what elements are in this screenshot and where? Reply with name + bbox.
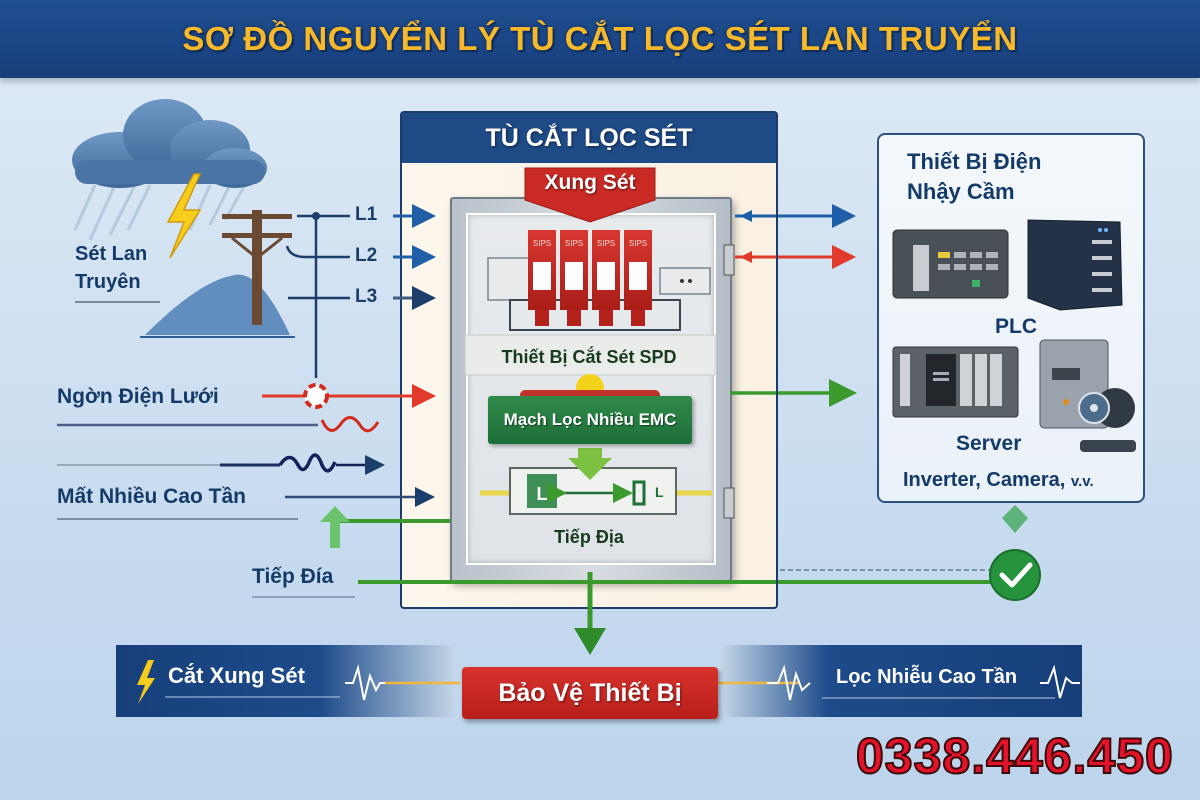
server-label: Server [956,432,1022,455]
storm-cloud-icon [72,99,267,241]
emc-filter-label: Mạch Lọc Nhiều EMC [503,410,677,429]
phone-number[interactable]: 0338.446.450 [855,727,1174,785]
camera-icon [1039,339,1136,452]
hf-noise-label: Mất Nhiều Cao Tần [57,485,247,508]
utility-pole-icon [140,210,295,338]
surge-badge-shape [524,167,656,223]
rack-controller-icon [1027,219,1123,311]
svg-text:SIPS: SIPS [629,239,647,248]
emc-filter-block: Mạch Lọc Nhiều EMC [488,396,692,444]
cabinet-title: TÙ CẮT LỌC SÉT [485,123,693,152]
banner-cut-surge [116,645,456,717]
filter-noise-label: Lọc Nhiễu Cao Tần [836,666,1018,688]
pulse-wave-right-icon [1040,664,1080,699]
devices-title: Thiết Bị Điện Nhậy Cầm [907,147,1041,207]
plc-device-icon [892,229,1009,299]
plc-label: PLC [995,315,1037,338]
devices-list: Inverter, Camera, v.v. [903,469,1094,492]
svg-text:L: L [537,484,548,504]
grounding-label-left: Tiếp Đía [252,565,334,588]
lightning-label-line1: Sét Lan [75,243,148,265]
protect-devices-badge: Bảo Vệ Thiết Bị [462,667,718,719]
check-circle-icon [989,549,1041,601]
surge-badge: Xung Sét [525,165,655,215]
protect-devices-label: Bảo Vệ Thiết Bị [498,678,682,707]
spd-module-3 [592,230,620,326]
line-label-l2: L2 [355,245,378,266]
title-bar: SƠ ĐỒ NGUYỂN LÝ TÙ CẮT LỌC SÉT LAN TRUYỂ… [0,0,1200,78]
lightning-bolt-icon [166,173,202,259]
diamond-connector-icon [1002,505,1028,533]
grid-power-label: Ngờn Điện Lưới [57,385,219,408]
spd-module-group: SIPS SIPS SIPS SIPS [487,230,711,331]
lightning-surge-label: Sét Lan Truyên [75,240,147,296]
svg-text:SIPS: SIPS [533,239,551,248]
line-label-l1: L1 [355,204,378,225]
spd-module-2 [560,230,588,326]
cabinet-header: TÙ CẮT LỌC SÉT [402,113,776,163]
breaker-symbol-icon [303,383,329,409]
pulse-wave-left-icon [345,664,395,701]
pulse-wave-mid-icon [767,664,811,701]
svg-text:SIPS: SIPS [597,239,615,248]
banner-filter-noise [720,645,1082,717]
cabinet-text-layer: Xung Sét Thiết Bị Cắt Sét SPD Mạch Lọc N… [400,111,778,609]
spd-module-1 [528,230,556,326]
surge-badge-label: Xung Sét [544,171,636,194]
cabinet-ground-label: Tiếp Địa [554,527,624,547]
line-label-l3: L3 [355,286,378,307]
spd-label: Thiết Bị Cắt Sét SPD [501,347,677,367]
svg-text:L: L [655,484,664,500]
devices-title-line2: Nhậy Cầm [907,179,1015,204]
spd-module-4 [624,230,652,326]
devices-list-suffix: v.v. [1070,473,1094,490]
footer-lightning-icon [137,660,155,704]
noise-wave-icon [278,453,337,473]
sine-wave-red-icon [320,416,380,433]
svg-text:SIPS: SIPS [565,239,583,248]
server-rack-icon [892,346,1019,418]
lightning-label-line2: Truyên [75,271,141,293]
devices-panel: Thiết Bị Điện Nhậy Cầm PLC Server Invert… [877,133,1145,503]
devices-title-line1: Thiết Bị Điện [907,149,1042,174]
page-title: SƠ ĐỒ NGUYỂN LÝ TÙ CẮT LỌC SÉT LAN TRUYỂ… [182,20,1018,57]
cut-surge-label: Cắt Xung Sét [168,663,305,688]
devices-list-label: Inverter, Camera, [903,469,1066,491]
